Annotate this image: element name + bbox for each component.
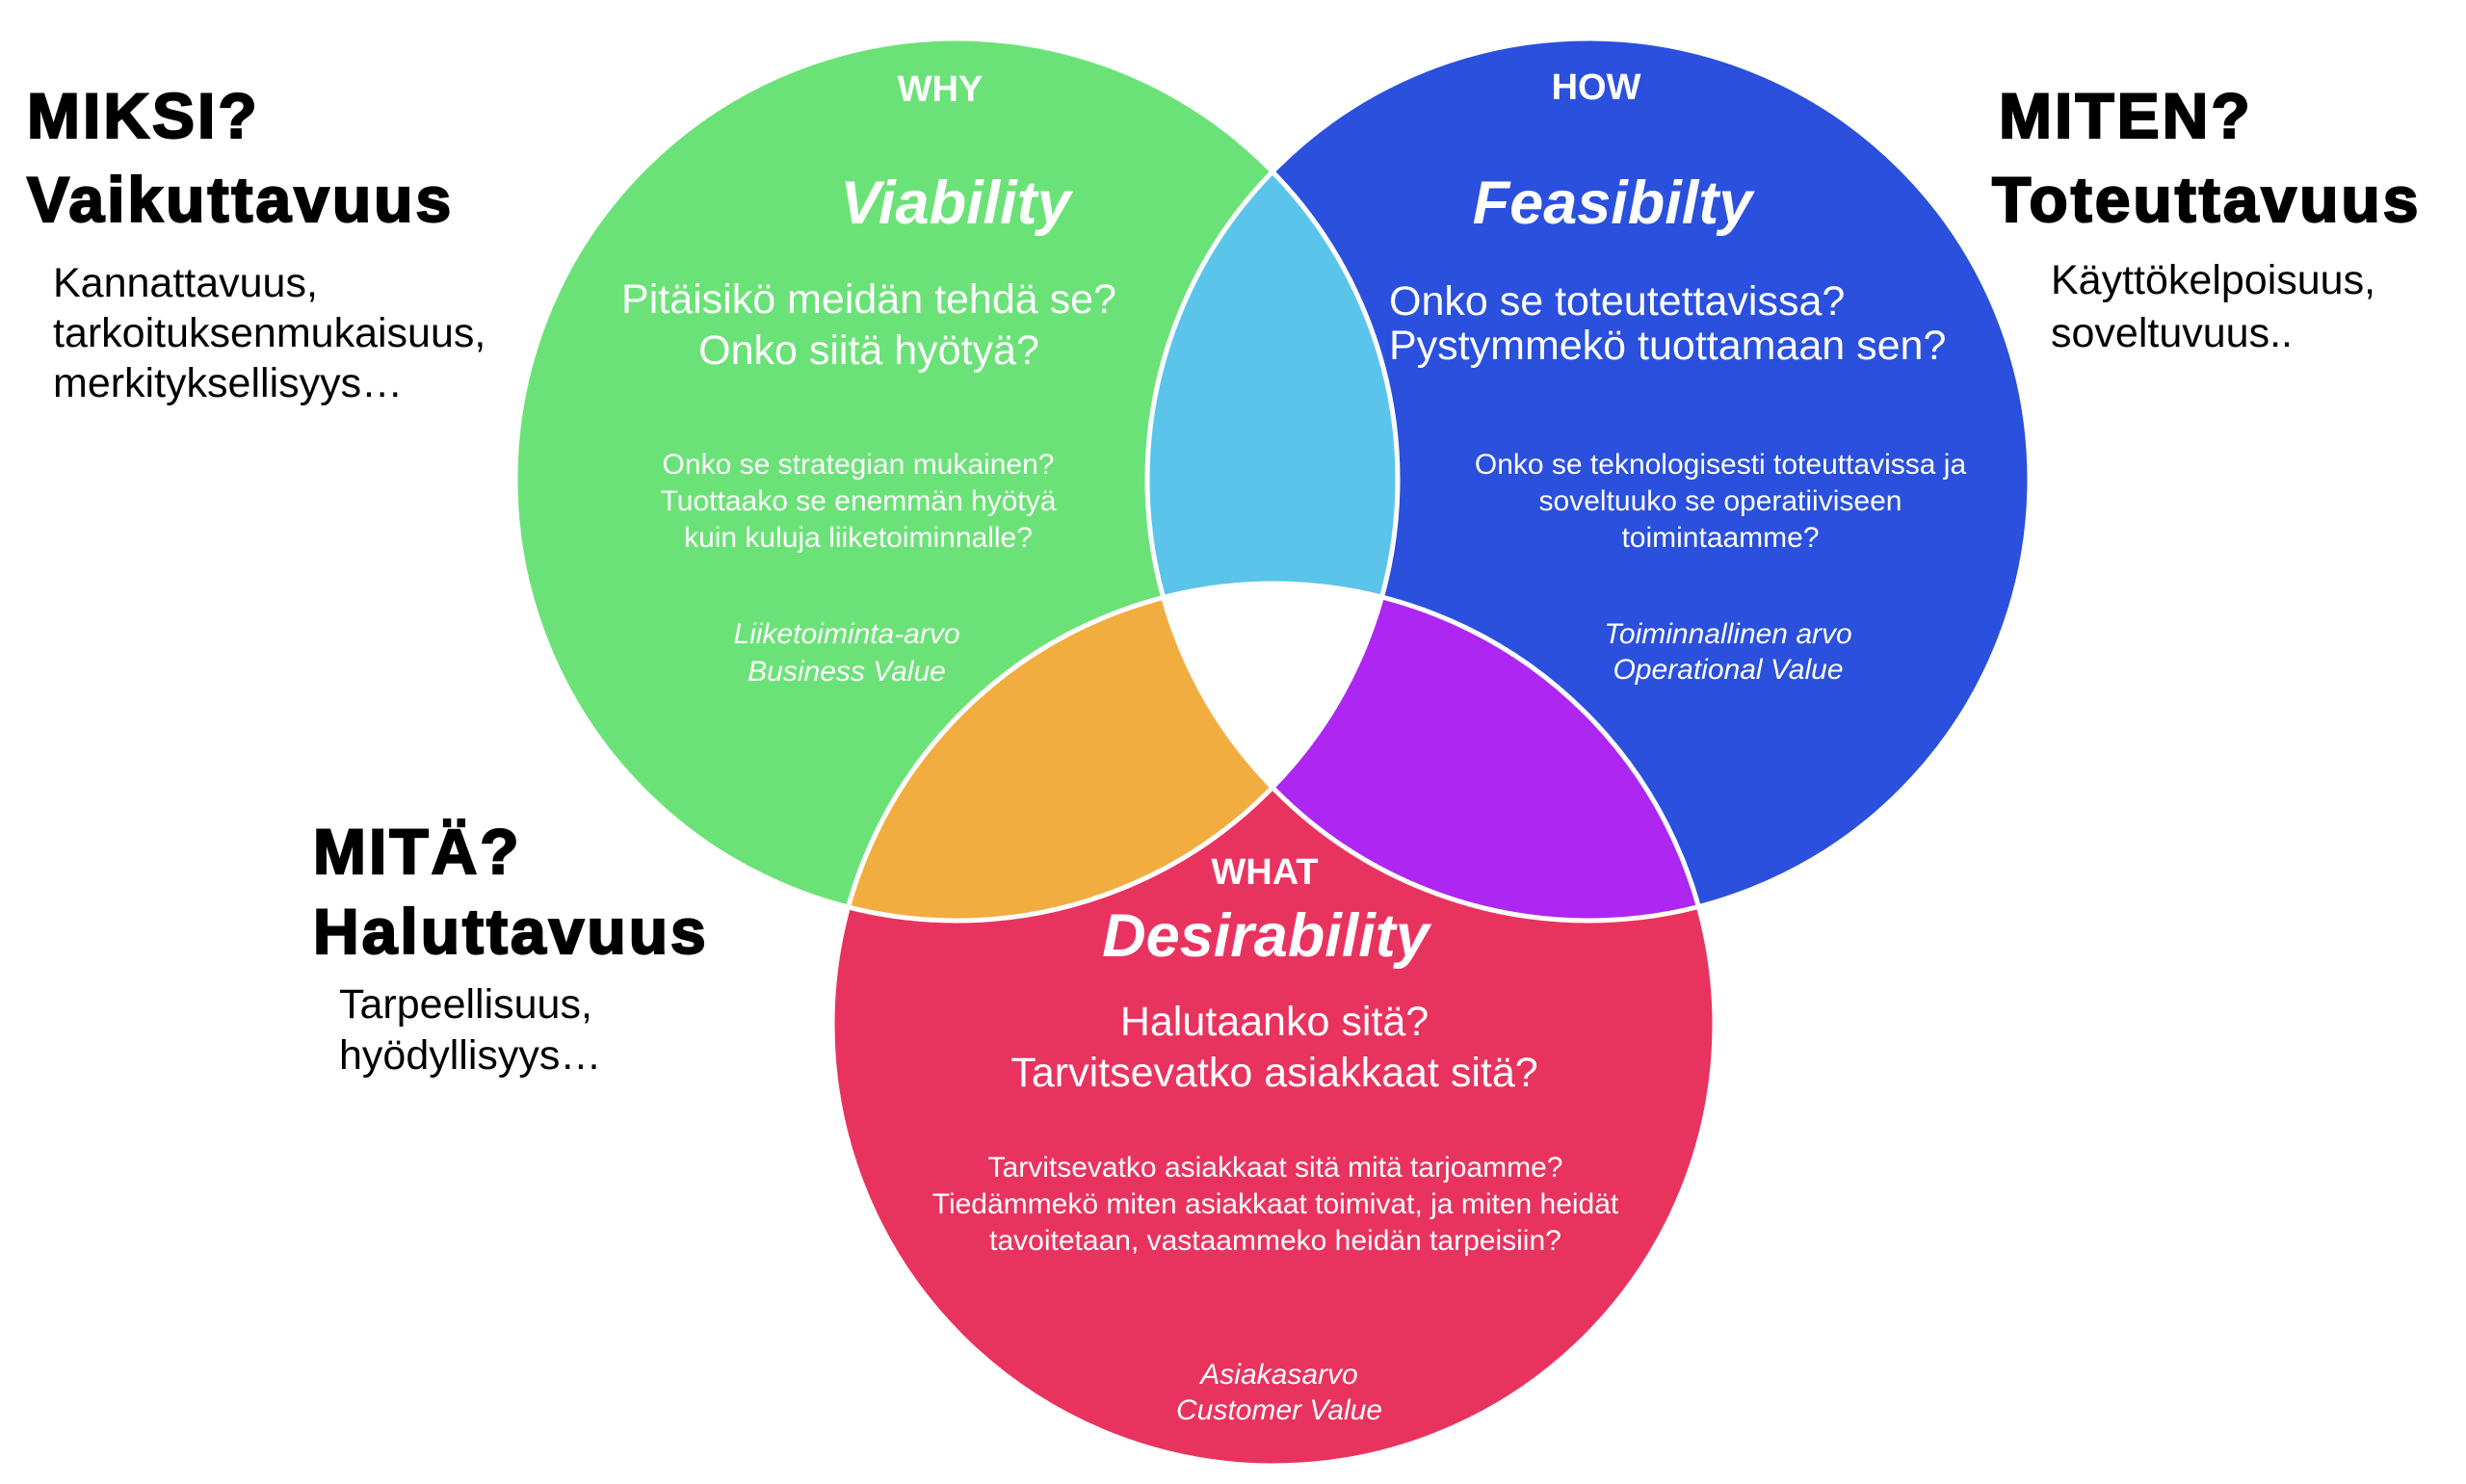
feasibility-detail-1: Onko se teknologisesti toteuttavissa ja <box>1475 449 1967 481</box>
feasibility-kicker: HOW <box>1552 67 1641 108</box>
feasibility-value-fi: Toiminnallinen arvo <box>1604 618 1851 650</box>
what-question: MITÄ? <box>313 816 522 887</box>
how-heading: Toteuttavuus <box>1992 164 2421 235</box>
viability-detail-1: Onko se strategian mukainen? <box>663 449 1055 481</box>
how-question: MITEN? <box>1999 80 2253 151</box>
desirability-question-2: Tarvitsevatko asiakkaat sitä? <box>1010 1050 1537 1096</box>
what-side-label: MITÄ? Haluttavuus Tarpeellisuus, hyödyll… <box>312 815 709 1079</box>
feasibility-desirability-overlap <box>1147 584 1715 921</box>
how-side-label: MITEN? Toteuttavuus Käyttökelpoisuus, so… <box>1991 79 2421 356</box>
what-description-1: Tarpeellisuus, <box>339 981 592 1028</box>
viability-value-fi: Liiketoiminta-arvo <box>733 618 959 650</box>
desirability-content: WHAT Desirability Halutaanko sitä? Tarvi… <box>932 852 1619 1426</box>
how-description-1: Käyttökelpoisuus, <box>2051 257 2375 303</box>
viability-outline <box>512 36 1401 924</box>
viability-detail-3: kuin kuluja liiketoiminnalle? <box>684 522 1033 554</box>
feasibility-title: Feasibilty <box>1473 169 1756 237</box>
why-heading: Vaikuttavuus <box>27 164 454 235</box>
viability-value-en: Business Value <box>748 656 946 688</box>
desirability-outline <box>829 581 1718 1469</box>
what-heading: Haluttavuus <box>313 896 709 967</box>
desirability-kicker: WHAT <box>1211 852 1318 893</box>
viability-content: WHY Viability Pitäisikö meidän tehdä se?… <box>621 69 1116 688</box>
feasibility-detail-2: soveltuuko se operatiiviseen <box>1539 485 1902 517</box>
why-side-label: MIKSI? Vaikuttavuus Kannattavuus, tarkoi… <box>26 79 485 406</box>
why-description-1: Kannattavuus, <box>53 260 318 306</box>
what-description-2: hyödyllisyys… <box>339 1032 601 1079</box>
desirability-value-fi: Asiakasarvo <box>1198 1359 1357 1391</box>
viability-desirability-overlap <box>832 584 1398 921</box>
desirability-title: Desirability <box>1102 902 1432 970</box>
feasibility-question-2: Pystymmekö tuottamaan sen? <box>1389 323 1946 369</box>
feasibility-detail-3: toimintaamme? <box>1621 522 1819 554</box>
feasibility-content: HOW Feasibilty Onko se toteutettavissa? … <box>1389 67 1966 686</box>
feasibility-value-en: Operational Value <box>1613 654 1843 686</box>
why-description-2: tarkoituksenmukaisuus, <box>53 310 485 356</box>
desirability-detail-2: Tiedämmekö miten asiakkaat toimivat, ja … <box>932 1188 1619 1220</box>
feasibility-outline <box>1144 36 2033 924</box>
desirability-question-1: Halutaanko sitä? <box>1120 999 1429 1045</box>
viability-kicker: WHY <box>898 69 984 110</box>
viability-question-2: Onko siitä hyötyä? <box>698 327 1039 374</box>
viability-title: Viability <box>840 169 1073 237</box>
how-description-2: soveltuvuus.. <box>2051 310 2293 356</box>
desirability-detail-3: tavoitetaan, vastaammeko heidän tarpeisi… <box>989 1225 1561 1257</box>
why-description-3: merkityksellisyys… <box>53 360 403 406</box>
why-question: MIKSI? <box>27 80 260 151</box>
viability-question-1: Pitäisikö meidän tehdä se? <box>621 276 1116 323</box>
viability-detail-2: Tuottaako se enemmän hyötyä <box>661 485 1057 517</box>
desirability-detail-1: Tarvitsevatko asiakkaat sitä mitä tarjoa… <box>988 1152 1563 1184</box>
feasibility-question-1: Onko se toteutettavissa? <box>1389 278 1845 325</box>
desirability-value-en: Customer Value <box>1176 1394 1382 1426</box>
